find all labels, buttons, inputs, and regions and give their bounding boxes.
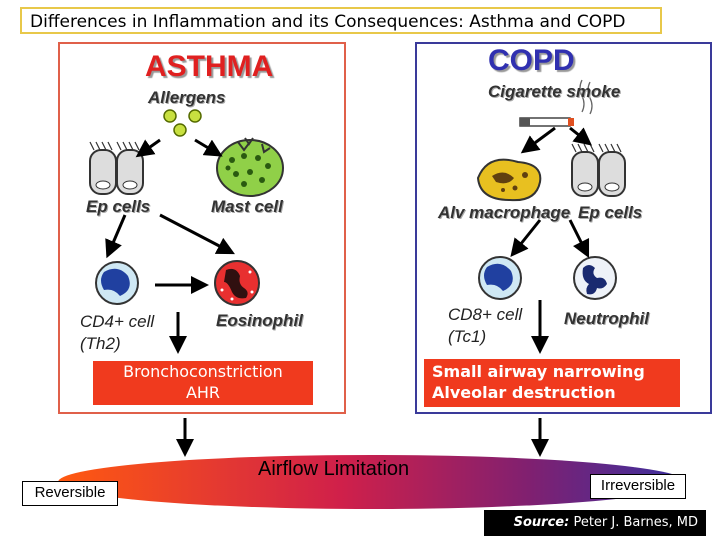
- allergens-label: Allergens: [148, 88, 226, 107]
- asthma-ep-cells-icon: [89, 141, 144, 195]
- asthma-arrows: [105, 138, 235, 457]
- cd4-cell-icon: [95, 261, 139, 305]
- asthma-ep-cells-label: Ep cells: [86, 197, 151, 216]
- copd-arrows: [510, 126, 593, 457]
- alveolar-destruction-text: Alveolar destruction: [432, 383, 616, 402]
- source-label: Source:: [513, 515, 570, 530]
- cigarette-icon: [519, 79, 593, 127]
- diagram-title: Differences in Inflammation and its Cons…: [20, 7, 662, 34]
- copd-panel: [415, 42, 712, 414]
- cd8-cell-label-line1: CD8+ cell: [448, 305, 523, 324]
- allergen-particles: [163, 109, 202, 137]
- neutrophil-icon: [573, 256, 617, 300]
- cd4-cell-label-line1: CD4+ cell: [80, 312, 155, 331]
- neutrophil-label: Neutrophil: [564, 309, 649, 328]
- bronchoconstriction-text: Bronchoconstriction: [123, 362, 283, 381]
- cd4-cell-label: CD4+ cell (Th2): [80, 311, 154, 355]
- small-airway-narrowing-text: Small airway narrowing: [432, 362, 645, 381]
- eosinophil-icon: [214, 260, 260, 306]
- reversible-tag: Reversible: [22, 481, 118, 506]
- mast-cell-label: Mast cell: [211, 197, 283, 216]
- airflow-limitation-ellipse: [58, 455, 686, 509]
- alv-macrophage-label: Alv macrophage: [438, 203, 571, 222]
- cd8-cell-label-line2: (Tc1): [448, 327, 487, 346]
- eosinophil-label: Eosinophil: [216, 311, 303, 330]
- cd8-cell-label: CD8+ cell (Tc1): [448, 304, 522, 348]
- mast-cell-icon: [216, 137, 284, 197]
- asthma-heading: ASTHMA: [145, 50, 274, 83]
- copd-heading: COPD: [488, 44, 575, 77]
- asthma-outcome-box: Bronchoconstriction AHR: [93, 361, 313, 405]
- ahr-text: AHR: [185, 383, 221, 402]
- copd-ep-cells-label: Ep cells: [578, 203, 643, 222]
- irreversible-tag: Irreversible: [590, 474, 686, 499]
- asthma-panel: [58, 42, 346, 414]
- airflow-limitation-label: Airflow Limitation: [258, 458, 410, 480]
- cigarette-smoke-label: Cigarette smoke: [488, 82, 621, 101]
- alveolar-macrophage-icon: [476, 158, 542, 202]
- cd8-cell-icon: [478, 256, 522, 300]
- copd-outcome-box: Small airway narrowing Alveolar destruct…: [424, 359, 680, 407]
- source-credit: Source: Peter J. Barnes, MD: [484, 510, 706, 536]
- copd-ep-cells-icon: [571, 143, 626, 197]
- cd4-cell-label-line2: (Th2): [80, 334, 121, 353]
- source-author: Peter J. Barnes, MD: [569, 515, 698, 530]
